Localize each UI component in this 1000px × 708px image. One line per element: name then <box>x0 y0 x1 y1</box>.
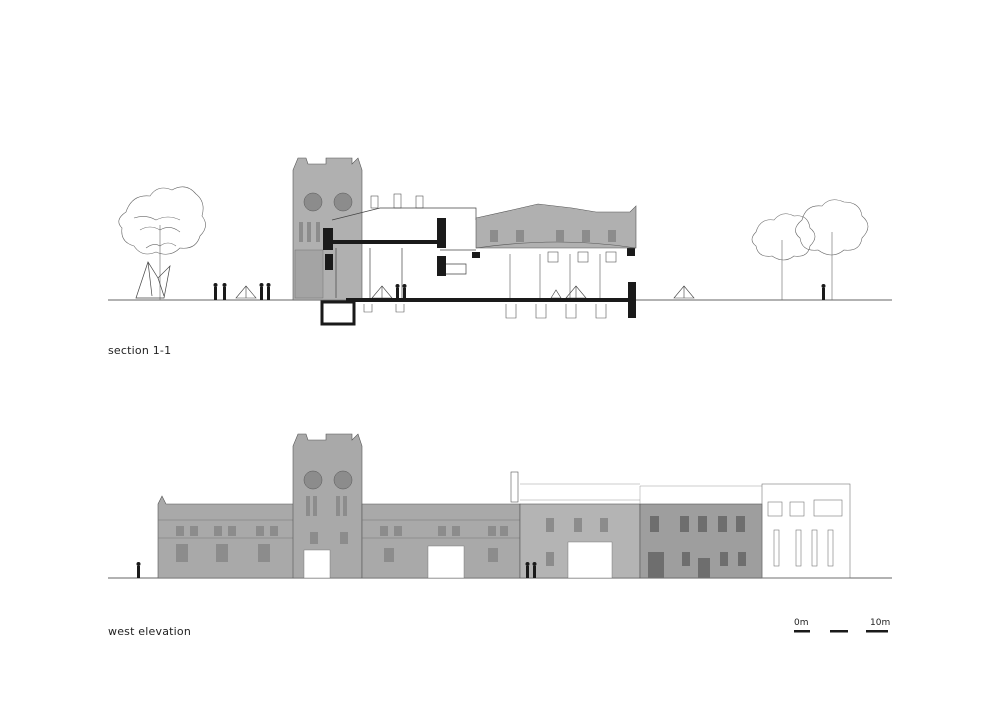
elevation-chimney <box>510 471 519 503</box>
scale-bar <box>794 630 888 633</box>
middle-wing-facade <box>361 503 521 579</box>
people-center <box>395 284 407 300</box>
market-building-section <box>475 203 637 298</box>
section-cut-elements <box>323 218 636 318</box>
clock-tower-elevation <box>292 433 363 579</box>
basement-outline <box>320 300 356 326</box>
scale-end-label: 10m <box>870 618 891 628</box>
trees-right <box>751 199 869 300</box>
brick-block-facade <box>519 503 641 579</box>
elevation-drawing <box>108 433 892 579</box>
section-caption: section 1-1 <box>108 344 172 357</box>
warehouse-facade <box>639 485 763 579</box>
left-wing-facade <box>157 495 295 579</box>
modern-block-outline <box>761 483 851 579</box>
people-left <box>213 283 271 300</box>
people-elevation <box>136 562 537 578</box>
sculpture <box>135 261 171 299</box>
elevation-caption: west elevation <box>108 625 192 638</box>
person-right <box>821 284 826 300</box>
chimneys <box>370 193 424 209</box>
scale-start-label: 0m <box>794 618 809 628</box>
foundation-pads <box>363 304 607 319</box>
tree-left <box>118 186 206 300</box>
section-drawing <box>108 157 892 326</box>
